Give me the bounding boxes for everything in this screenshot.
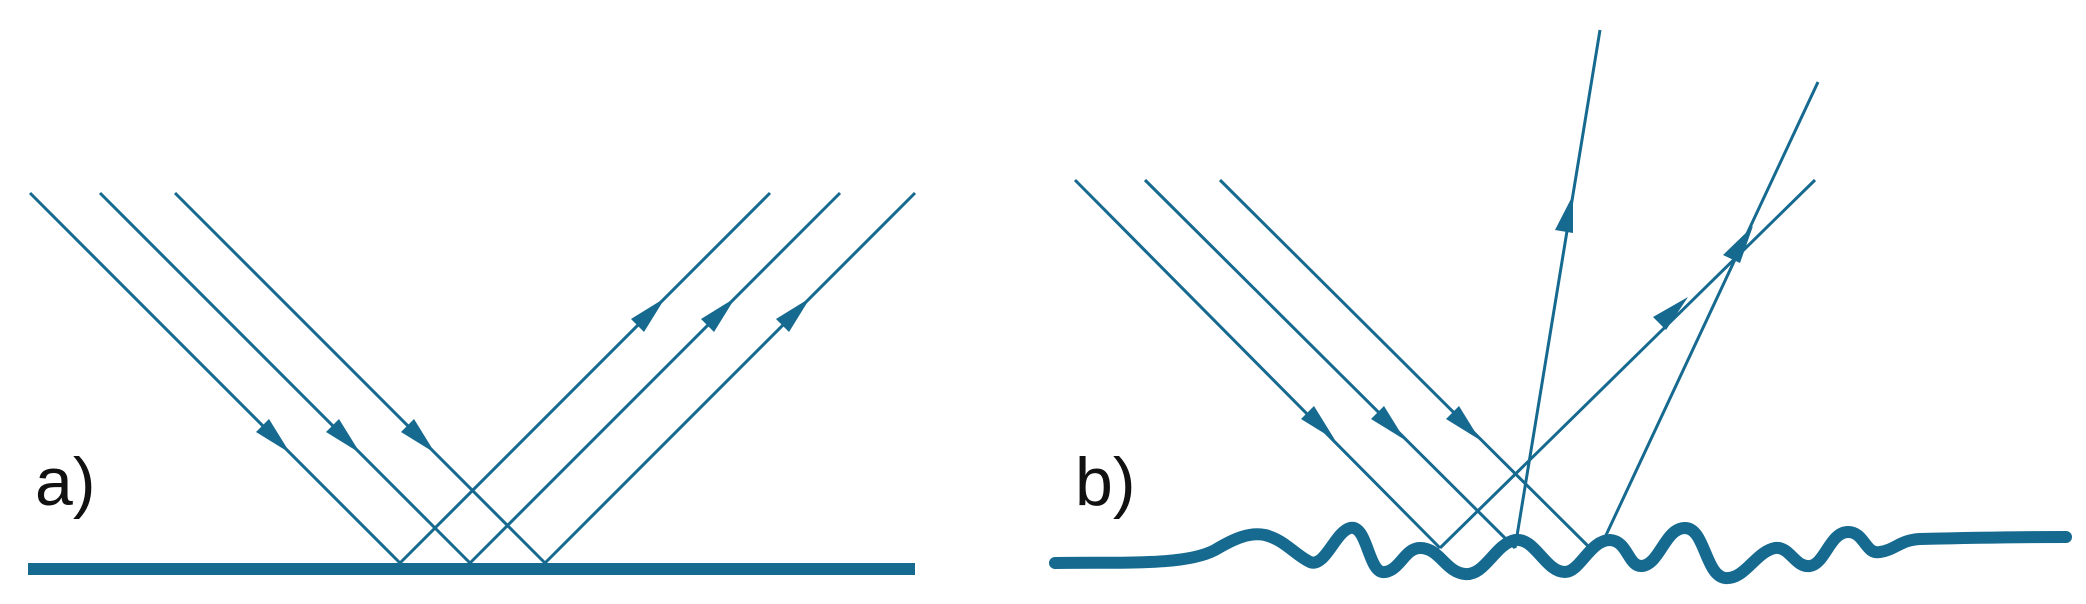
panel-b-label: b): [1075, 444, 1135, 520]
incident-ray-2: [1143, 178, 1517, 550]
arrow-icon: [326, 419, 360, 453]
arrow-icon: [1723, 226, 1753, 263]
panel-a: a): [28, 191, 917, 575]
arrow-icon: [631, 298, 665, 332]
incident-rays-a: [28, 191, 547, 565]
reflected-rays-b: [1438, 29, 1820, 550]
reflected-arrows-a: [631, 298, 810, 332]
incident-arrows-a: [256, 419, 435, 453]
arrow-icon: [1555, 195, 1573, 233]
incident-ray-1: [1073, 178, 1442, 550]
arrow-icon: [1653, 297, 1688, 330]
reflected-ray-2: [468, 191, 842, 565]
panel-b: b): [1049, 29, 2072, 584]
arrow-icon: [776, 298, 810, 332]
incident-rays-b: [1073, 178, 1592, 550]
arrow-icon: [701, 298, 735, 332]
panel-a-label: a): [35, 444, 95, 520]
arrow-icon: [1446, 406, 1480, 440]
incident-ray-3: [173, 191, 547, 565]
scattered-ray-1: [1438, 178, 1817, 550]
arrow-icon: [401, 419, 435, 453]
incident-ray-1: [28, 191, 402, 565]
rough-surface: [1049, 522, 2072, 584]
scattered-ray-2: [1513, 29, 1602, 549]
reflected-ray-3: [543, 191, 917, 565]
reflected-rays-a: [398, 191, 917, 565]
incident-ray-3: [1218, 178, 1592, 550]
arrow-icon: [1301, 406, 1335, 440]
reflected-arrows-b: [1555, 195, 1753, 330]
arrow-icon: [256, 419, 290, 453]
incident-ray-2: [98, 191, 472, 565]
arrow-icon: [1371, 406, 1405, 440]
incident-arrows-b: [1301, 406, 1480, 440]
reflected-ray-1: [398, 191, 772, 565]
scattered-ray-3: [1598, 81, 1820, 549]
